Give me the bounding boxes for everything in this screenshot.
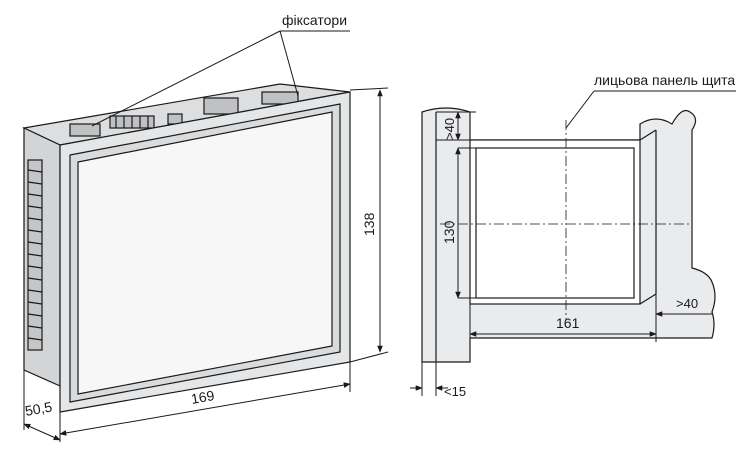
panel-cutout-view xyxy=(421,107,716,363)
cutout-width-161-label: 161 xyxy=(556,315,580,331)
min-right-40-label: >40 xyxy=(676,296,698,311)
top-connectors xyxy=(69,91,299,137)
center-lines xyxy=(440,120,690,320)
fixators-label: фіксатори xyxy=(282,12,347,28)
dimension-min-top-40 xyxy=(436,111,476,141)
front-screen xyxy=(77,111,333,395)
panel-face-callout: лицьова панель щита xyxy=(565,72,736,129)
dimension-138-label: 138 xyxy=(361,212,377,236)
panel-cutout xyxy=(469,139,641,305)
min-top-40-label: >40 xyxy=(442,118,457,140)
dimension-169-label: 169 xyxy=(190,387,216,407)
fixators-callout: фіксатори xyxy=(91,12,350,127)
cutout-height-130-label: 130 xyxy=(441,220,457,244)
max-thickness-15-label: <15 xyxy=(444,384,466,399)
dimension-max-thickness-15 xyxy=(410,362,448,396)
dimension-cutout-height-130 xyxy=(455,147,476,299)
dimension-cutout-width-161 xyxy=(469,294,657,342)
panel-face-label: лицьова панель щита xyxy=(594,72,735,88)
cutout-inner-edge xyxy=(475,147,635,299)
dimension-50-5-label: 50,5 xyxy=(24,398,54,419)
dimension-height-138 xyxy=(349,87,389,363)
dimension-depth-50-5 xyxy=(23,370,61,441)
device-isometric-view xyxy=(22,83,351,413)
terminal-block xyxy=(27,159,43,351)
